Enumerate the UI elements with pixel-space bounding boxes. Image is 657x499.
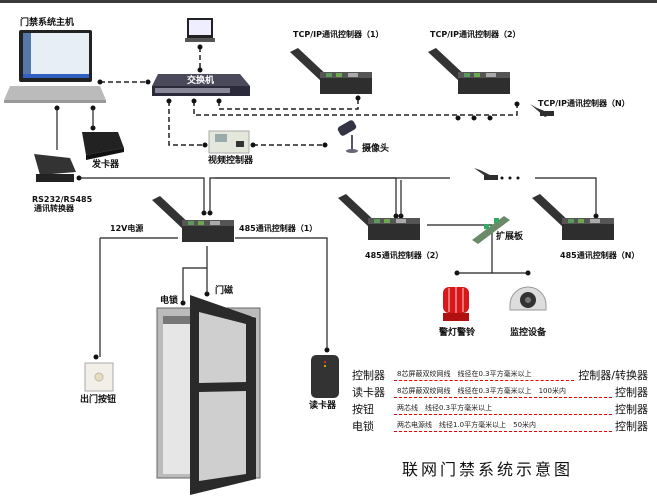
tcp-controller-1-icon[interactable] — [290, 48, 372, 94]
legend-row: 按钮 两芯线 线径0.3平方毫米以上 控制器 — [352, 401, 648, 417]
label-camera: 摄像头 — [362, 144, 390, 154]
video-controller-icon[interactable] — [208, 130, 250, 154]
legend-dash-line — [394, 397, 612, 398]
door-icon[interactable] — [156, 295, 261, 495]
label-485-controller-n: 485通讯控制器（N） — [560, 251, 640, 260]
label-switch: 交换机 — [187, 76, 215, 86]
label-video-controller: 视频控制器 — [208, 156, 254, 166]
camera-icon[interactable] — [337, 119, 358, 153]
label-485-controller-2: 485通讯控制器（2） — [365, 251, 444, 260]
label-converter-line1: RS232/RS485 — [32, 195, 93, 204]
label-door-magnet: 门磁 — [215, 286, 234, 296]
rs485-controller-1-icon[interactable] — [152, 196, 234, 242]
workstation-icon[interactable] — [185, 18, 215, 42]
link-switch-tcp2 — [193, 101, 518, 116]
legend-spec: 两芯电源线 线径1.0平方毫米以上 50米内 — [397, 421, 537, 429]
label-tcp-controller-1: TCP/IP通讯控制器（1） — [293, 30, 384, 39]
label-host: 门禁系统主机 — [20, 18, 75, 28]
legend-spec: 8芯屏蔽双绞网线 线径在0.3平方毫米以上 100米内 — [397, 387, 566, 395]
label-tcp-controller-n: TCP/IP通讯控制器（N） — [538, 99, 630, 108]
legend-row: 控制器 8芯屏蔽双绞网线 线径在0.3平方毫米以上 控制器/转换器 — [352, 367, 648, 383]
label-card-reader: 读卡器 — [309, 401, 337, 411]
card-reader-icon[interactable] — [311, 355, 339, 398]
label-power: 12V电源 — [110, 224, 144, 233]
legend-target: 控制器 — [615, 420, 648, 433]
legend-dash-line — [394, 431, 612, 432]
legend-device: 按钮 — [352, 403, 374, 416]
legend-target: 控制器 — [615, 386, 648, 399]
legend-dash-line — [394, 414, 612, 415]
rs232-rs485-converter-icon[interactable] — [34, 154, 76, 182]
alarm-light-icon[interactable] — [443, 287, 469, 321]
legend-target: 控制器 — [615, 403, 648, 416]
link-switch-tcp1 — [218, 98, 359, 110]
legend-target: 控制器/转换器 — [578, 369, 648, 382]
rs485-controller-2-icon[interactable] — [338, 194, 420, 240]
diagram-title: 联网门禁系统示意图 — [402, 460, 574, 479]
link-switch-video — [168, 101, 205, 146]
tcp-controller-n-icon[interactable] — [530, 104, 554, 117]
legend-dash-line — [394, 380, 574, 381]
mini-controller-icon[interactable] — [474, 168, 498, 180]
legend-device: 控制器 — [352, 369, 385, 382]
ellipsis-dots — [500, 176, 520, 180]
label-tcp-controller-2: TCP/IP通讯控制器（2） — [430, 30, 521, 39]
label-expansion-board: 扩展板 — [496, 232, 524, 242]
legend-device: 电锁 — [352, 420, 374, 433]
legend-spec: 两芯线 线径0.3平方毫米以上 — [397, 404, 493, 412]
monitoring-camera-icon[interactable] — [509, 286, 547, 311]
card-issuer-icon[interactable] — [82, 132, 124, 160]
top-border — [0, 0, 657, 3]
link-dots — [54, 44, 599, 360]
label-monitor: 监控设备 — [510, 328, 547, 338]
label-alarm: 警灯警铃 — [439, 328, 476, 338]
label-electric-lock: 电锁 — [160, 296, 179, 306]
bus-wires — [56, 108, 597, 357]
label-converter-line2: 通讯转换器 — [34, 204, 74, 213]
label-exit-button: 出门按钮 — [80, 395, 117, 405]
switch-icon[interactable] — [152, 74, 250, 96]
tcp-controller-2-icon[interactable] — [428, 48, 510, 94]
legend-row: 读卡器 8芯屏蔽双绞网线 线径在0.3平方毫米以上 100米内 控制器 — [352, 384, 648, 400]
legend-device: 读卡器 — [352, 386, 385, 399]
expansion-board-icon[interactable] — [472, 216, 510, 244]
label-485-controller-1: 485通讯控制器（1） — [239, 224, 318, 233]
host-laptop-icon[interactable] — [4, 30, 106, 103]
label-card-issuer: 发卡器 — [92, 160, 120, 170]
rs485-controller-n-icon[interactable] — [532, 194, 614, 240]
legend-spec: 8芯屏蔽双绞网线 线径在0.3平方毫米以上 — [397, 370, 532, 378]
exit-button-icon[interactable] — [84, 362, 114, 392]
legend-row: 电锁 两芯电源线 线径1.0平方毫米以上 50米内 控制器 — [352, 418, 648, 434]
ethernet-links — [100, 47, 518, 146]
